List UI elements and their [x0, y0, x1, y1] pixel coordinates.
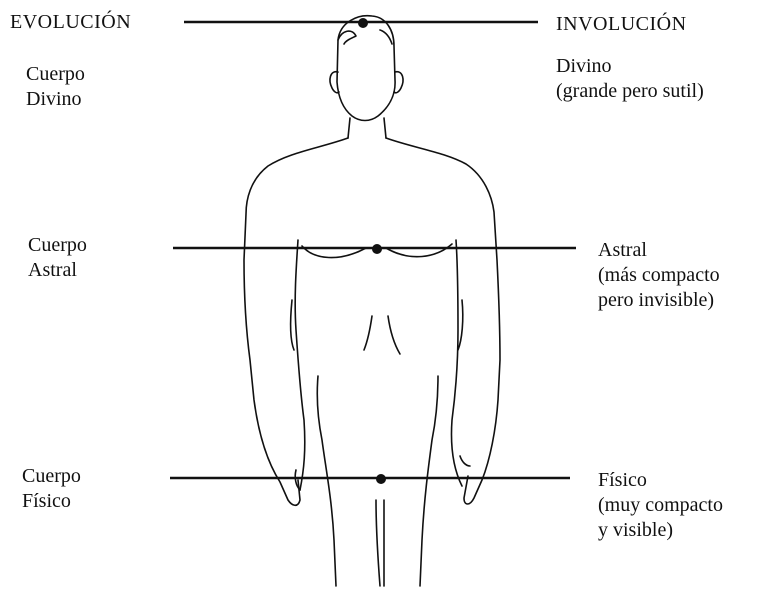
right-inner-arm — [450, 239, 463, 487]
left-label-astral-line-1: Cuerpo — [28, 234, 87, 256]
point-astral — [372, 244, 382, 254]
right-label-astral-line-2: (más compacto — [598, 264, 720, 286]
waist-left — [316, 375, 337, 587]
header-involucion: INVOLUCIÓN — [556, 13, 687, 35]
right-label-fisico-line-2: (muy compacto — [598, 494, 723, 516]
left-label-astral-line-2: Astral — [28, 259, 77, 281]
right-label-astral-line-1: Astral — [598, 239, 647, 261]
torso-left — [243, 137, 349, 507]
left-label-divino-line-1: Cuerpo — [26, 63, 85, 85]
left-label-divino: Cuerpo Divino — [26, 62, 85, 112]
point-divino — [358, 18, 368, 28]
right-label-divino: Divino (grande pero sutil) — [556, 54, 704, 104]
left-ear — [329, 70, 340, 94]
torso-right — [385, 137, 501, 505]
right-label-astral-line-3: pero invisible) — [598, 289, 715, 311]
right-ear — [393, 70, 404, 94]
right-label-fisico-line-3: y visible) — [598, 519, 673, 541]
right-label-fisico: Físico (muy compacto y visible) — [598, 468, 723, 543]
left-label-divino-line-2: Divino — [26, 88, 82, 110]
header-evolucion: EVOLUCIÓN — [10, 11, 132, 33]
left-label-fisico: Cuerpo Físico — [22, 464, 81, 514]
left-label-fisico-line-2: Físico — [22, 490, 71, 512]
neck-right — [383, 117, 387, 139]
waist-right — [419, 375, 439, 587]
left-label-astral: Cuerpo Astral — [28, 233, 87, 283]
head-outline — [336, 14, 396, 122]
left-inner-arm — [294, 239, 306, 491]
leg-inner-left — [375, 499, 381, 587]
hair-swirl — [337, 30, 357, 45]
neck-left — [347, 117, 351, 139]
right-label-divino-line-1: Divino — [556, 55, 612, 77]
chest-right — [385, 243, 453, 258]
right-label-astral: Astral (más compacto pero invisible) — [598, 238, 720, 313]
point-fisico — [376, 474, 386, 484]
chest-left — [301, 245, 367, 259]
right-label-divino-line-2: (grande pero sutil) — [556, 80, 704, 102]
right-label-fisico-line-1: Físico — [598, 469, 647, 491]
abdomen-left — [363, 315, 373, 351]
abdomen-right — [387, 315, 401, 355]
left-label-fisico-line-1: Cuerpo — [22, 465, 81, 487]
